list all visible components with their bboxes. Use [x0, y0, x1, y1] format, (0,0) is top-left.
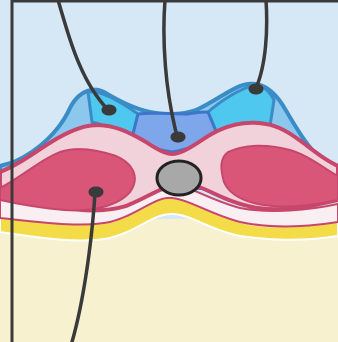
- right-blob: [220, 144, 338, 208]
- leader-lines: [56, 0, 269, 342]
- ground-region: [0, 218, 338, 342]
- center-ellipse: [155, 159, 203, 197]
- leader-line-left-panel: [56, 0, 110, 112]
- leader-line-center-panel: [162, 0, 179, 138]
- leader-dot-center-panel: [170, 131, 186, 143]
- leader-dot-left-blob: [88, 186, 104, 198]
- leader-line-left-blob: [70, 191, 97, 342]
- leader-line-right-panel: [254, 0, 269, 90]
- leader-dot-right-panel: [248, 83, 264, 95]
- leader-dot-left-panel: [101, 104, 117, 116]
